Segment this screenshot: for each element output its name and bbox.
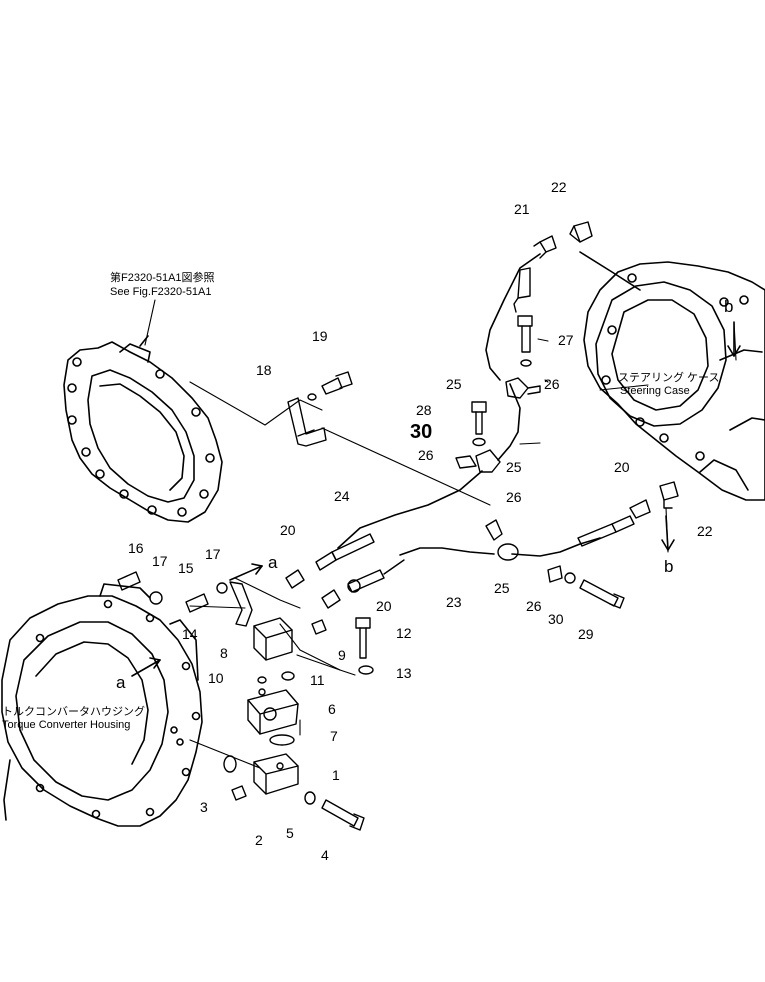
part-number-18: 18	[256, 362, 272, 378]
upper-housing-drawing	[64, 336, 222, 522]
part-number-2: 2	[255, 832, 263, 848]
steering-case-label-japanese: ステアリング ケース	[618, 372, 720, 384]
part-number-26-middle: 26	[418, 447, 434, 463]
part-number-29: 29	[578, 626, 594, 642]
part-number-3: 3	[200, 799, 208, 815]
connector-b-upper: b	[724, 297, 734, 316]
part-number-5: 5	[286, 825, 294, 841]
part-number-26-top: 26	[544, 376, 560, 392]
connector-a-lower: a	[116, 673, 126, 692]
fittings-drawing	[118, 222, 678, 830]
part-number-7: 7	[330, 728, 338, 744]
part-number-14: 14	[182, 626, 198, 642]
converter-housing-drawing	[2, 584, 202, 826]
steering-case-drawing	[584, 262, 765, 500]
part-number-22-right: 22	[697, 523, 713, 539]
connector-b-lower: b	[664, 557, 674, 576]
part-number-4: 4	[321, 847, 329, 863]
part-number-19: 19	[312, 328, 328, 344]
steering-case-label-english: Steering Case	[620, 385, 690, 397]
part-number-26-bottom: 26	[526, 598, 542, 614]
part-number-23: 23	[446, 594, 462, 610]
part-number-10: 10	[208, 670, 224, 686]
part-number-15: 15	[178, 560, 194, 576]
part-number-25-top: 25	[446, 376, 462, 392]
part-number-17-right: 17	[205, 546, 221, 562]
part-number-11: 11	[310, 672, 325, 688]
part-number-13: 13	[396, 665, 412, 681]
part-number-12: 12	[396, 625, 412, 641]
see-fig-ref-japanese: 第F2320-51A1図参照	[110, 272, 215, 284]
converter-housing-label-english: Torque Converter Housing	[2, 719, 131, 731]
part-number-21: 21	[514, 201, 530, 217]
part-number-20-left: 20	[280, 522, 296, 538]
part-number-27: 27	[558, 332, 574, 348]
part-number-28: 28	[416, 402, 432, 418]
part-number-26-lower: 26	[506, 489, 522, 505]
part-number-1: 1	[332, 767, 340, 783]
part-number-22-top: 22	[551, 179, 567, 195]
part-number-9: 9	[338, 647, 346, 663]
part-number-20-center: 20	[376, 598, 392, 614]
part-number-20-right: 20	[614, 459, 630, 475]
connector-a-upper: a	[268, 553, 278, 572]
see-fig-ref-english: See Fig.F2320-51A1	[110, 286, 212, 298]
part-number-17-left: 17	[152, 553, 168, 569]
leader-lines	[145, 300, 736, 768]
part-number-6: 6	[328, 701, 336, 717]
part-number-25-middle: 25	[506, 459, 522, 475]
connector-arrows	[132, 322, 740, 676]
part-number-30-right: 30	[548, 611, 564, 627]
part-number-24: 24	[334, 488, 350, 504]
part-number-8: 8	[220, 645, 228, 661]
converter-housing-label-japanese: トルクコンバータハウジング	[2, 706, 145, 718]
part-number-25-bottom: 25	[494, 580, 510, 596]
pipes-drawing	[338, 252, 640, 556]
part-number-30-left: 30	[410, 421, 433, 443]
part-number-16: 16	[128, 540, 144, 556]
